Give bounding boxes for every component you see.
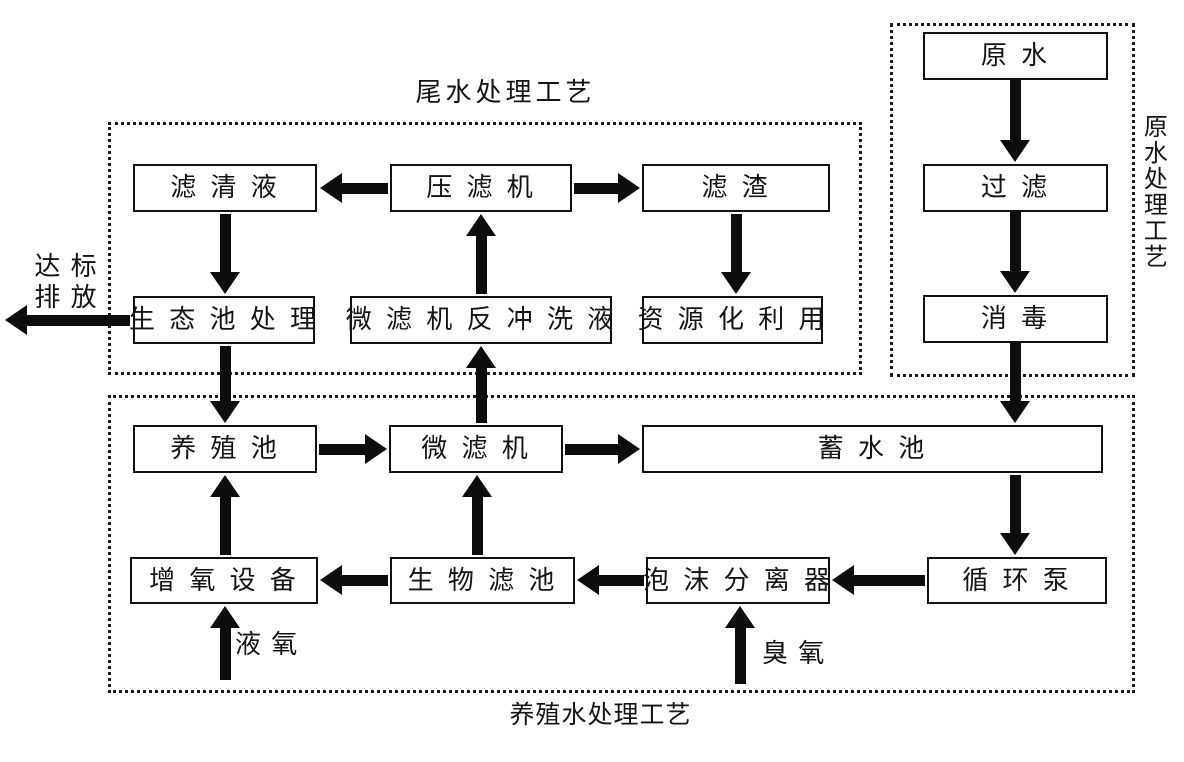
arrow-filtration-to-disinfection-shaft	[1009, 212, 1021, 273]
arrow-ozone-to-foam-separator-shaft	[734, 626, 746, 684]
culture-title: 养殖水处理工艺	[509, 700, 692, 729]
node-aeration-equipment: 增 氧 设 备	[130, 557, 318, 604]
arrow-eco-pond-to-culture-pond-head	[210, 401, 240, 423]
arrow-eco-pond-to-discharge-head	[5, 305, 27, 335]
arrow-filter-press-to-residue-shaft	[574, 182, 620, 194]
arrow-filtrate-to-eco-pond-shaft	[219, 214, 231, 274]
arrow-disinfection-to-reservoir-head	[1000, 401, 1030, 423]
node-disinfection: 消 毒	[923, 295, 1108, 343]
node-resource-utilization: 资 源 化 利 用	[637, 296, 825, 344]
arrow-aeration-to-culture-pond-head	[210, 475, 240, 497]
arrow-reservoir-to-pump-head	[1000, 533, 1030, 555]
arrow-backwash-to-filter-press-head	[466, 214, 496, 236]
node-filtration: 过 滤	[923, 164, 1108, 212]
node-culture-pond: 养 殖 池	[133, 425, 317, 473]
node-raw-water: 原 水	[923, 32, 1108, 80]
culture-zone	[108, 395, 1135, 693]
tailwater-title: 尾水处理工艺	[415, 78, 596, 108]
arrow-eco-pond-to-culture-pond-shaft	[219, 346, 231, 403]
node-eco-pond-treatment: 生 态 池 处 理	[129, 296, 316, 344]
discharge-label: 达 标 排 放	[34, 252, 98, 313]
arrow-pump-to-foam-separator-head	[832, 565, 854, 595]
arrow-microfilter-to-reservoir-head	[618, 434, 640, 464]
ozone-label: 臭 氧	[762, 639, 826, 669]
arrow-backwash-to-filter-press-shaft	[475, 234, 487, 294]
arrow-liquid-oxygen-to-aeration-shaft	[219, 626, 231, 680]
arrow-residue-to-resource-head	[721, 272, 751, 294]
arrow-culture-pond-to-microfilter-head	[365, 434, 387, 464]
arrow-microfilter-to-reservoir-shaft	[565, 443, 620, 455]
arrow-filter-press-to-residue-head	[618, 173, 640, 203]
arrow-residue-to-resource-shaft	[730, 214, 742, 274]
arrow-filtrate-to-eco-pond-head	[210, 272, 240, 294]
arrow-microfilter-to-backwash-head	[466, 346, 496, 368]
arrow-microfilter-to-backwash-shaft	[475, 366, 487, 423]
arrow-biofilter-to-aeration-shaft	[340, 574, 388, 586]
arrow-reservoir-to-pump-shaft	[1009, 475, 1021, 535]
arrow-disinfection-to-reservoir-shaft	[1009, 343, 1021, 403]
node-filter-residue: 滤 渣	[642, 164, 830, 212]
arrow-filter-press-to-filtrate-shaft	[340, 182, 388, 194]
arrow-ozone-to-foam-separator-head	[725, 606, 755, 628]
node-microfilter-backwash: 微 滤 机 反 冲 洗 液	[346, 296, 613, 344]
arrow-aeration-to-culture-pond-shaft	[219, 495, 231, 555]
arrow-pump-to-foam-separator-shaft	[852, 574, 925, 586]
node-filtrate: 滤 清 液	[133, 164, 317, 212]
node-biofilter: 生 物 滤 池	[390, 557, 575, 604]
arrow-raw-water-to-filtration-head	[1000, 140, 1030, 162]
arrow-filter-press-to-filtrate-head	[320, 173, 342, 203]
arrow-biofilter-to-microfilter-head	[462, 475, 492, 497]
arrow-foam-separator-to-biofilter-head	[577, 565, 599, 595]
arrow-foam-separator-to-biofilter-shaft	[597, 574, 644, 586]
node-reservoir: 蓄 水 池	[642, 425, 1103, 473]
arrow-culture-pond-to-microfilter-shaft	[319, 443, 367, 455]
node-circulation-pump: 循 环 泵	[927, 557, 1107, 604]
liquid-oxygen-label: 液 氧	[235, 630, 299, 660]
arrow-raw-water-to-filtration-shaft	[1009, 80, 1021, 142]
node-filter-press: 压 滤 机	[390, 164, 572, 212]
arrow-eco-pond-to-discharge-shaft	[25, 314, 130, 326]
node-microfilter: 微 滤 机	[389, 425, 563, 473]
arrow-liquid-oxygen-to-aeration-head	[210, 606, 240, 628]
node-foam-separator: 泡 沫 分 离 器	[643, 557, 830, 604]
arrow-biofilter-to-microfilter-shaft	[471, 495, 483, 555]
arrow-biofilter-to-aeration-head	[320, 565, 342, 595]
rawwater-title: 原水处理工艺	[1139, 114, 1168, 270]
arrow-filtration-to-disinfection-head	[1000, 271, 1030, 293]
